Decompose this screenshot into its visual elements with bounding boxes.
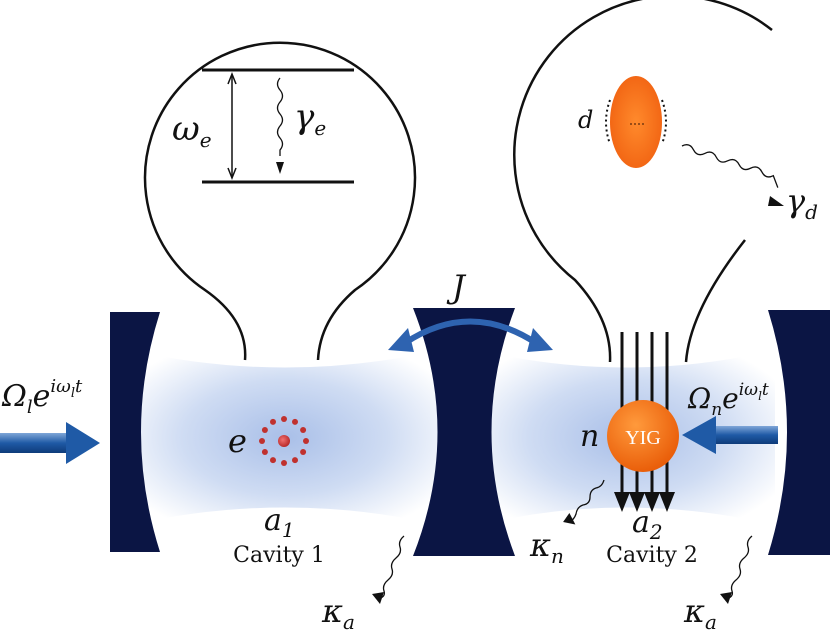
right-drive-arrow-shaft: [712, 426, 778, 444]
yig-sphere: [607, 400, 679, 472]
left-mirror: [110, 312, 160, 552]
magnon-label: n: [580, 419, 599, 454]
magnon-loss-wavy-arrow: [568, 479, 605, 523]
coupling-label: J: [446, 268, 467, 306]
atom-orbital-dot: [281, 416, 287, 422]
defect-decay-wavy-arrow: [681, 144, 779, 188]
emitter-label: e: [228, 422, 247, 460]
magnon-loss-label: κn: [529, 526, 564, 568]
left-loss-wavy-arrow: [377, 535, 405, 600]
middle-mirror: [413, 308, 515, 556]
gamma-d-label: γd: [786, 182, 818, 224]
atom-orbital-dot: [292, 418, 298, 425]
coupling-arrow: [403, 318, 538, 346]
atom-orbital-dot: [300, 449, 307, 455]
atom-inset-bubble: [143, 41, 417, 361]
atom-orbital-dot: [300, 427, 307, 433]
cavity-1-name: Cavity 1: [233, 543, 325, 568]
atom-orbital-dot: [261, 427, 268, 433]
right-mirror: [768, 310, 830, 555]
left-drive-arrow-head: [66, 422, 100, 464]
atom-orbital-dot: [292, 457, 298, 464]
right-loss-label: κa: [683, 592, 717, 634]
cavity-1-mode-label: a1: [264, 503, 295, 542]
atom-nucleus: [278, 435, 290, 447]
left-drive-arrow-shaft: [0, 433, 70, 453]
atom-orbital-dot: [259, 438, 265, 444]
magnon-inset-bubble: [513, 0, 773, 363]
defect-label: d: [578, 106, 593, 134]
omega-e-label: ωe: [172, 109, 212, 152]
yig-label: YIG: [625, 427, 661, 449]
defect-sphere: [610, 76, 662, 168]
cavity-2-mode-label: a2: [632, 505, 663, 544]
atom-decay-wavy-arrow: [276, 77, 284, 156]
atom-orbital-dot: [261, 449, 268, 455]
atom-orbital-dot: [270, 418, 276, 425]
right-loss-wavy-arrow: [725, 535, 753, 600]
right-drive-label: Ωneiωlt: [687, 380, 769, 420]
gamma-e-label: γe: [294, 97, 326, 140]
atom-emitter: [259, 416, 309, 466]
left-loss-label: κa: [321, 592, 355, 634]
right-drive-arrow-head: [682, 416, 716, 454]
atom-orbital-dot: [281, 460, 287, 466]
left-drive-label: Ωleiωlt: [1, 376, 83, 418]
cavity-2-name: Cavity 2: [606, 543, 698, 568]
atom-orbital-dot: [270, 457, 276, 464]
atom-orbital-dot: [303, 438, 309, 444]
